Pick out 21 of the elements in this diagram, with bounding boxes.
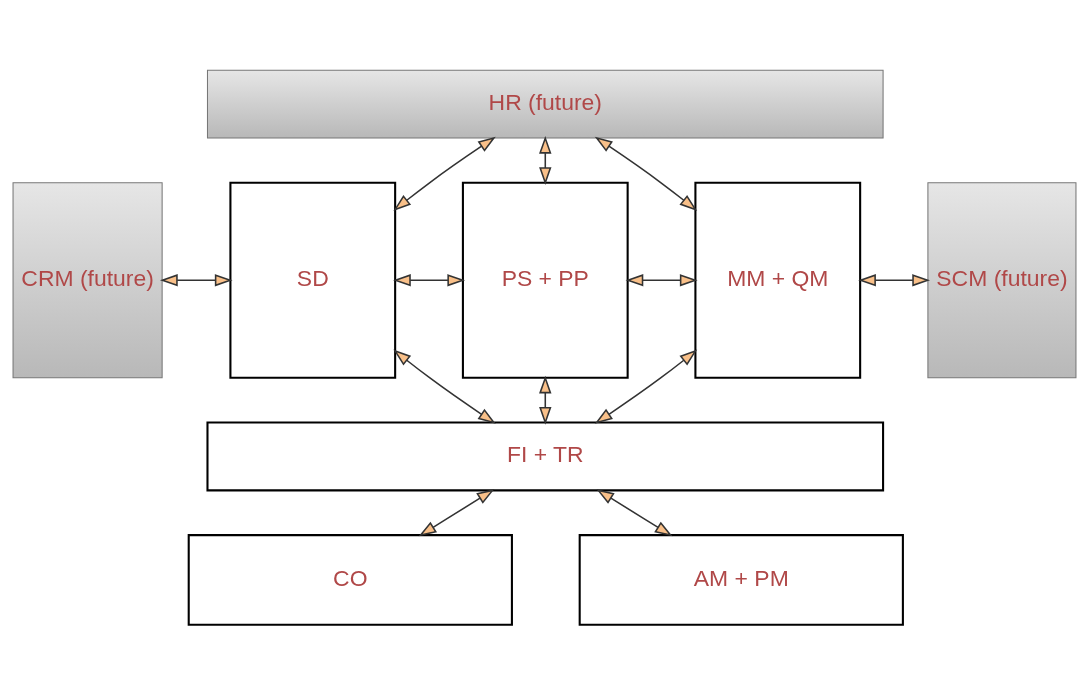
arrow: [393, 349, 496, 424]
node-box: MM + QM: [694, 181, 862, 379]
arrow: [625, 273, 698, 286]
node-box: CO: [187, 533, 513, 626]
arrow: [594, 349, 698, 424]
arrow: [160, 273, 233, 286]
node-box: FI + TR: [206, 421, 885, 491]
arrow: [393, 273, 466, 286]
arrow: [858, 273, 930, 286]
node-box: CRM (future): [12, 181, 163, 378]
arrow: [539, 375, 552, 425]
node-box: AM + PM: [578, 533, 904, 626]
node-box: HR (future): [206, 69, 884, 138]
node-box: SCM (future): [927, 181, 1077, 378]
node-box: PS + PP: [461, 181, 629, 379]
arrow: [596, 488, 673, 536]
arrow: [594, 136, 698, 211]
arrow: [418, 488, 495, 536]
arrow: [539, 135, 552, 185]
arrow: [393, 136, 496, 211]
node-box: SD: [229, 181, 397, 379]
